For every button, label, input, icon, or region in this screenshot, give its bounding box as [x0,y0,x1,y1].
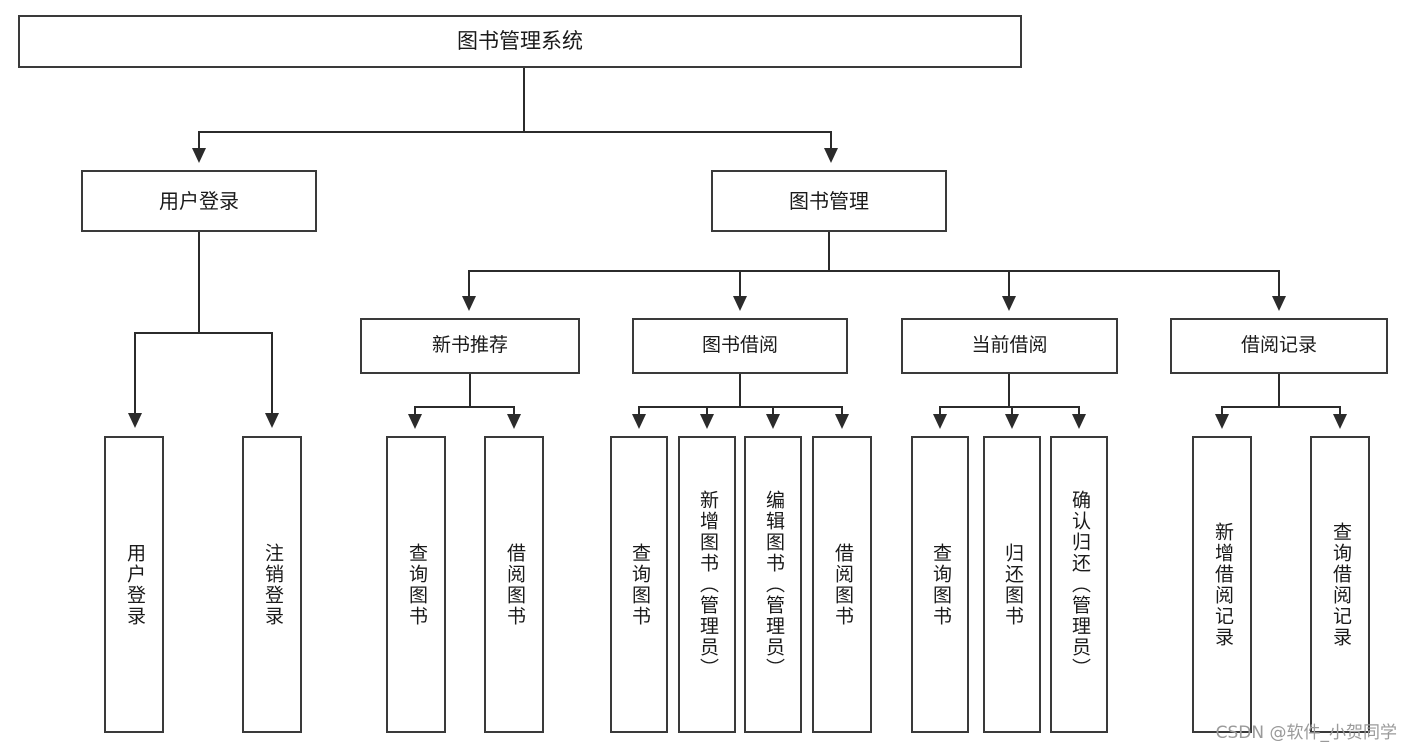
node-borrow-record[interactable]: 借阅记录 [1170,318,1388,374]
connector-current-borrow-bus [939,406,1080,408]
connector-root-stem [523,68,525,133]
node-leaf-add-book[interactable]: 新增图书（管理员） [678,436,736,733]
arrowhead-to-leaf-borrow-book-2 [835,414,849,429]
node-user-login[interactable]: 用户登录 [81,170,317,232]
node-leaf-confirm-return[interactable]: 确认归还（管理员） [1050,436,1108,733]
node-leaf-user-logout[interactable]: 注销登录 [242,436,302,733]
arrowhead-to-book-borrow [733,296,747,311]
node-new-book-recommend[interactable]: 新书推荐 [360,318,580,374]
arrowhead-to-leaf-add-book [700,414,714,429]
node-label: 查询图书 [929,542,952,627]
node-label: 图书管理 [789,188,869,213]
connector-root-drop-user-login [198,131,200,149]
node-leaf-query-book-3[interactable]: 查询图书 [911,436,969,733]
arrowhead-to-leaf-return-book [1005,414,1019,429]
connector-book-borrow-stem [739,374,741,408]
connector-drop-leaf-confirm-return [1078,406,1080,416]
connector-drop-book-borrow [739,270,741,297]
node-leaf-add-record[interactable]: 新增借阅记录 [1192,436,1252,733]
connector-book-manage-bus [468,270,1280,272]
node-label: 编辑图书（管理员） [762,490,785,679]
connector-drop-leaf-borrow-book-2 [841,406,843,416]
node-label: 查询借阅记录 [1329,521,1352,648]
arrowhead-to-leaf-query-book-1 [408,414,422,429]
arrowhead-to-leaf-query-book-3 [933,414,947,429]
node-label: 新增图书（管理员） [696,490,719,679]
node-label: 图书借阅 [701,334,778,357]
node-label: 注销登录 [261,542,284,627]
connector-book-manage-stem [828,232,830,272]
connector-borrow-record-stem [1278,374,1280,408]
arrowhead-to-leaf-query-book-2 [632,414,646,429]
connector-drop-borrow-record [1278,270,1280,297]
arrowhead-to-book-manage [824,148,838,163]
connector-drop-leaf-query-book-3 [939,406,941,416]
node-leaf-query-record[interactable]: 查询借阅记录 [1310,436,1370,733]
connector-borrow-record-bus [1221,406,1341,408]
node-label: 用户登录 [159,188,239,213]
arrowhead-to-leaf-user-login [128,413,142,428]
arrowhead-to-user-login [192,148,206,163]
connector-root-drop-book-manage [830,131,832,149]
node-leaf-user-login[interactable]: 用户登录 [104,436,164,733]
connector-drop-leaf-user-logout [271,332,273,414]
arrowhead-to-current-borrow [1002,296,1016,311]
connector-drop-new-book-recommend [468,270,470,297]
node-label: 借阅图书 [831,542,854,627]
node-label: 新增借阅记录 [1211,521,1234,648]
node-label: 图书管理系统 [457,29,583,54]
node-leaf-borrow-book-1[interactable]: 借阅图书 [484,436,544,733]
connector-book-borrow-bus [638,406,842,408]
connector-user-login-stem [198,232,200,333]
node-root-book-management-system[interactable]: 图书管理系统 [18,15,1022,68]
connector-drop-leaf-user-login [134,332,136,414]
node-leaf-borrow-book-2[interactable]: 借阅图书 [812,436,872,733]
connector-new-book-recommend-stem [469,374,471,408]
node-label: 当前借阅 [971,334,1048,357]
connector-drop-leaf-add-book [706,406,708,416]
connector-drop-leaf-query-book-1 [414,406,416,416]
node-leaf-return-book[interactable]: 归还图书 [983,436,1041,733]
node-label: 归还图书 [1001,542,1024,627]
node-leaf-query-book-2[interactable]: 查询图书 [610,436,668,733]
connector-drop-leaf-query-book-2 [638,406,640,416]
node-label: 查询图书 [628,542,651,627]
arrowhead-to-leaf-borrow-book-1 [507,414,521,429]
node-label: 新书推荐 [431,334,508,357]
arrowhead-to-new-book-recommend [462,296,476,311]
node-current-borrow[interactable]: 当前借阅 [901,318,1118,374]
node-leaf-edit-book[interactable]: 编辑图书（管理员） [744,436,802,733]
arrowhead-to-leaf-confirm-return [1072,414,1086,429]
node-label: 查询图书 [405,542,428,627]
node-book-borrow[interactable]: 图书借阅 [632,318,848,374]
connector-drop-leaf-query-record [1339,406,1341,416]
connector-drop-current-borrow [1008,270,1010,297]
connector-drop-leaf-add-record [1221,406,1223,416]
connector-current-borrow-stem [1008,374,1010,408]
connector-user-login-bus [134,332,273,334]
connector-root-bus [198,131,831,133]
arrowhead-to-leaf-add-record [1215,414,1229,429]
connector-drop-leaf-return-book [1011,406,1013,416]
node-label: 借阅记录 [1240,334,1317,357]
node-book-manage[interactable]: 图书管理 [711,170,947,232]
node-label: 确认归还（管理员） [1068,490,1091,679]
arrowhead-to-leaf-user-logout [265,413,279,428]
node-label: 借阅图书 [503,542,526,627]
connector-drop-leaf-borrow-book-1 [513,406,515,416]
node-label: 用户登录 [123,542,146,627]
arrowhead-to-borrow-record [1272,296,1286,311]
node-leaf-query-book-1[interactable]: 查询图书 [386,436,446,733]
connector-new-book-recommend-bus [414,406,515,408]
connector-drop-leaf-edit-book [772,406,774,416]
arrowhead-to-leaf-edit-book [766,414,780,429]
arrowhead-to-leaf-query-record [1333,414,1347,429]
